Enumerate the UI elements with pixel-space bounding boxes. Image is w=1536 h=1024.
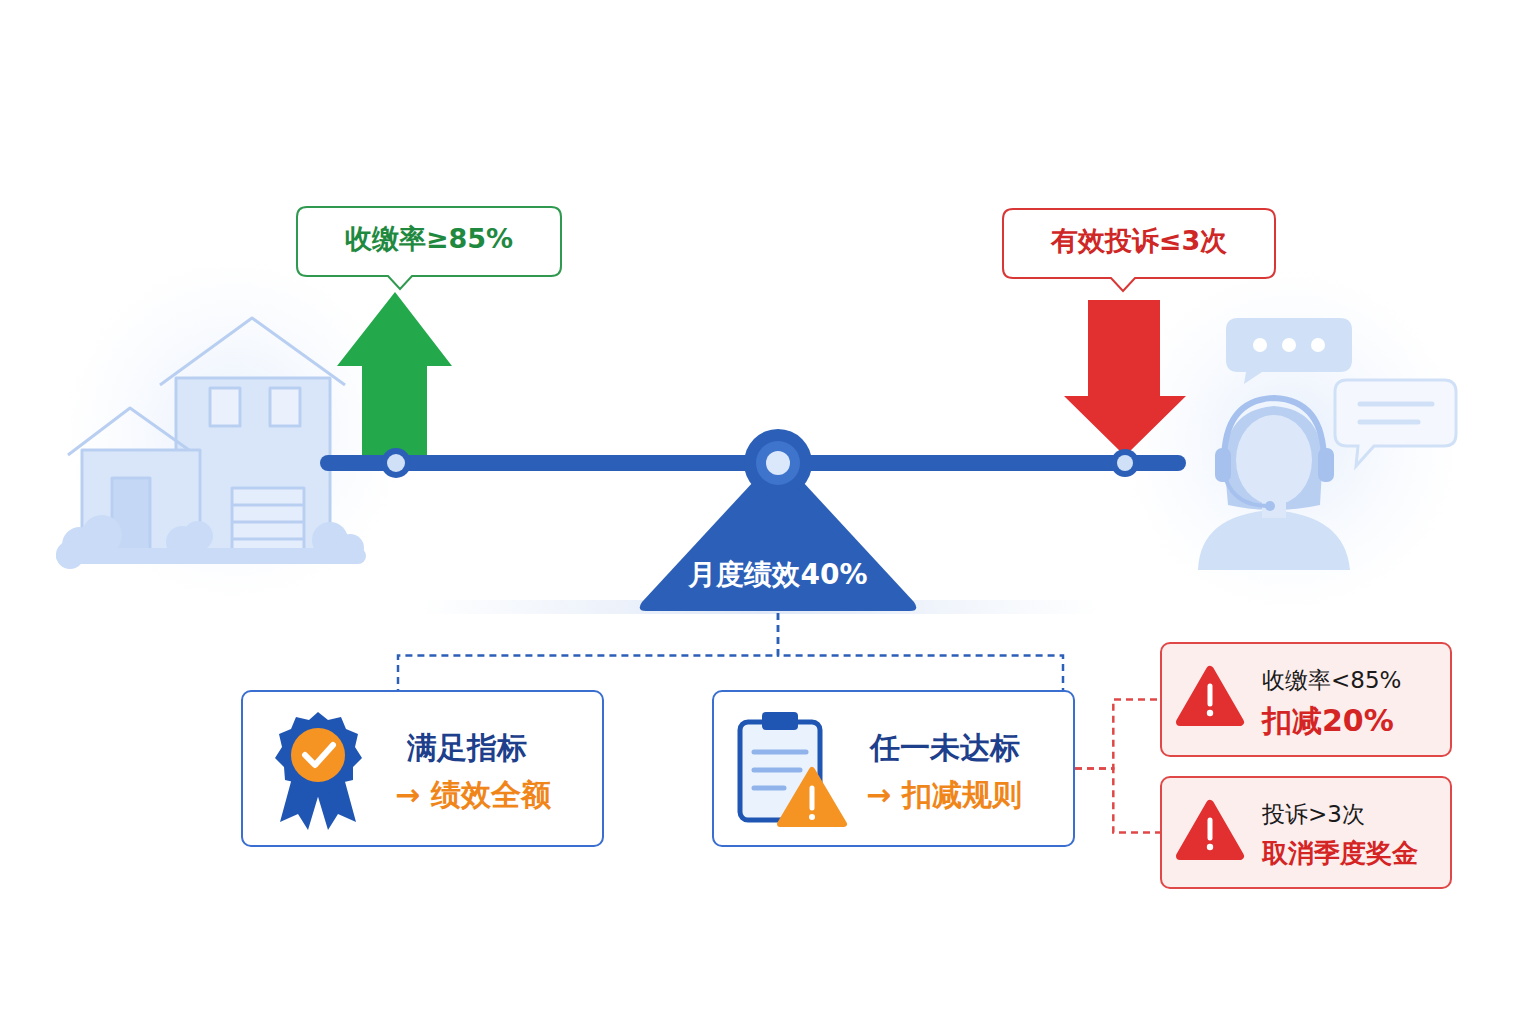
warning-icon [1180,804,1240,856]
node-label: 有效投诉≤3次 [1002,225,1276,257]
warning-icon [1180,670,1240,722]
dashed-connector [1075,769,1160,833]
dashed-connector [1075,700,1160,769]
badge-icon [275,712,362,830]
node-detail: → 扣减规则 [866,777,1022,813]
node-detail: 扣减20% [1262,703,1394,739]
dashed-connector [778,613,1063,690]
penalty-box: 收缴率<85% 扣减20% [1160,642,1452,757]
clipboard-icon [740,712,844,824]
callout-bubble: 有效投诉≤3次 [1002,208,1276,294]
node-detail: → 绩效全额 [395,777,551,813]
node-label: 投诉>3次 [1262,801,1365,829]
fulcrum-triangle: 月度绩效40% [612,425,944,613]
node-label: 月度绩效40% [612,558,944,592]
callout-bubble: 收缴率≥85% [296,206,562,292]
node-label: 满足指标 [407,730,527,766]
penalty-box: 投诉>3次取消季度奖金 [1160,776,1452,889]
node-label: 收缴率<85% [1262,667,1401,695]
node-label: 任一未达标 [870,730,1020,766]
node-label: 收缴率≥85% [296,223,562,255]
dashed-connector [398,613,778,690]
result-box: 满足指标 → 绩效全额 [241,690,604,847]
node-detail: 取消季度奖金 [1262,838,1418,869]
result-box: 任一未达标 → 扣减规则 [712,690,1075,847]
